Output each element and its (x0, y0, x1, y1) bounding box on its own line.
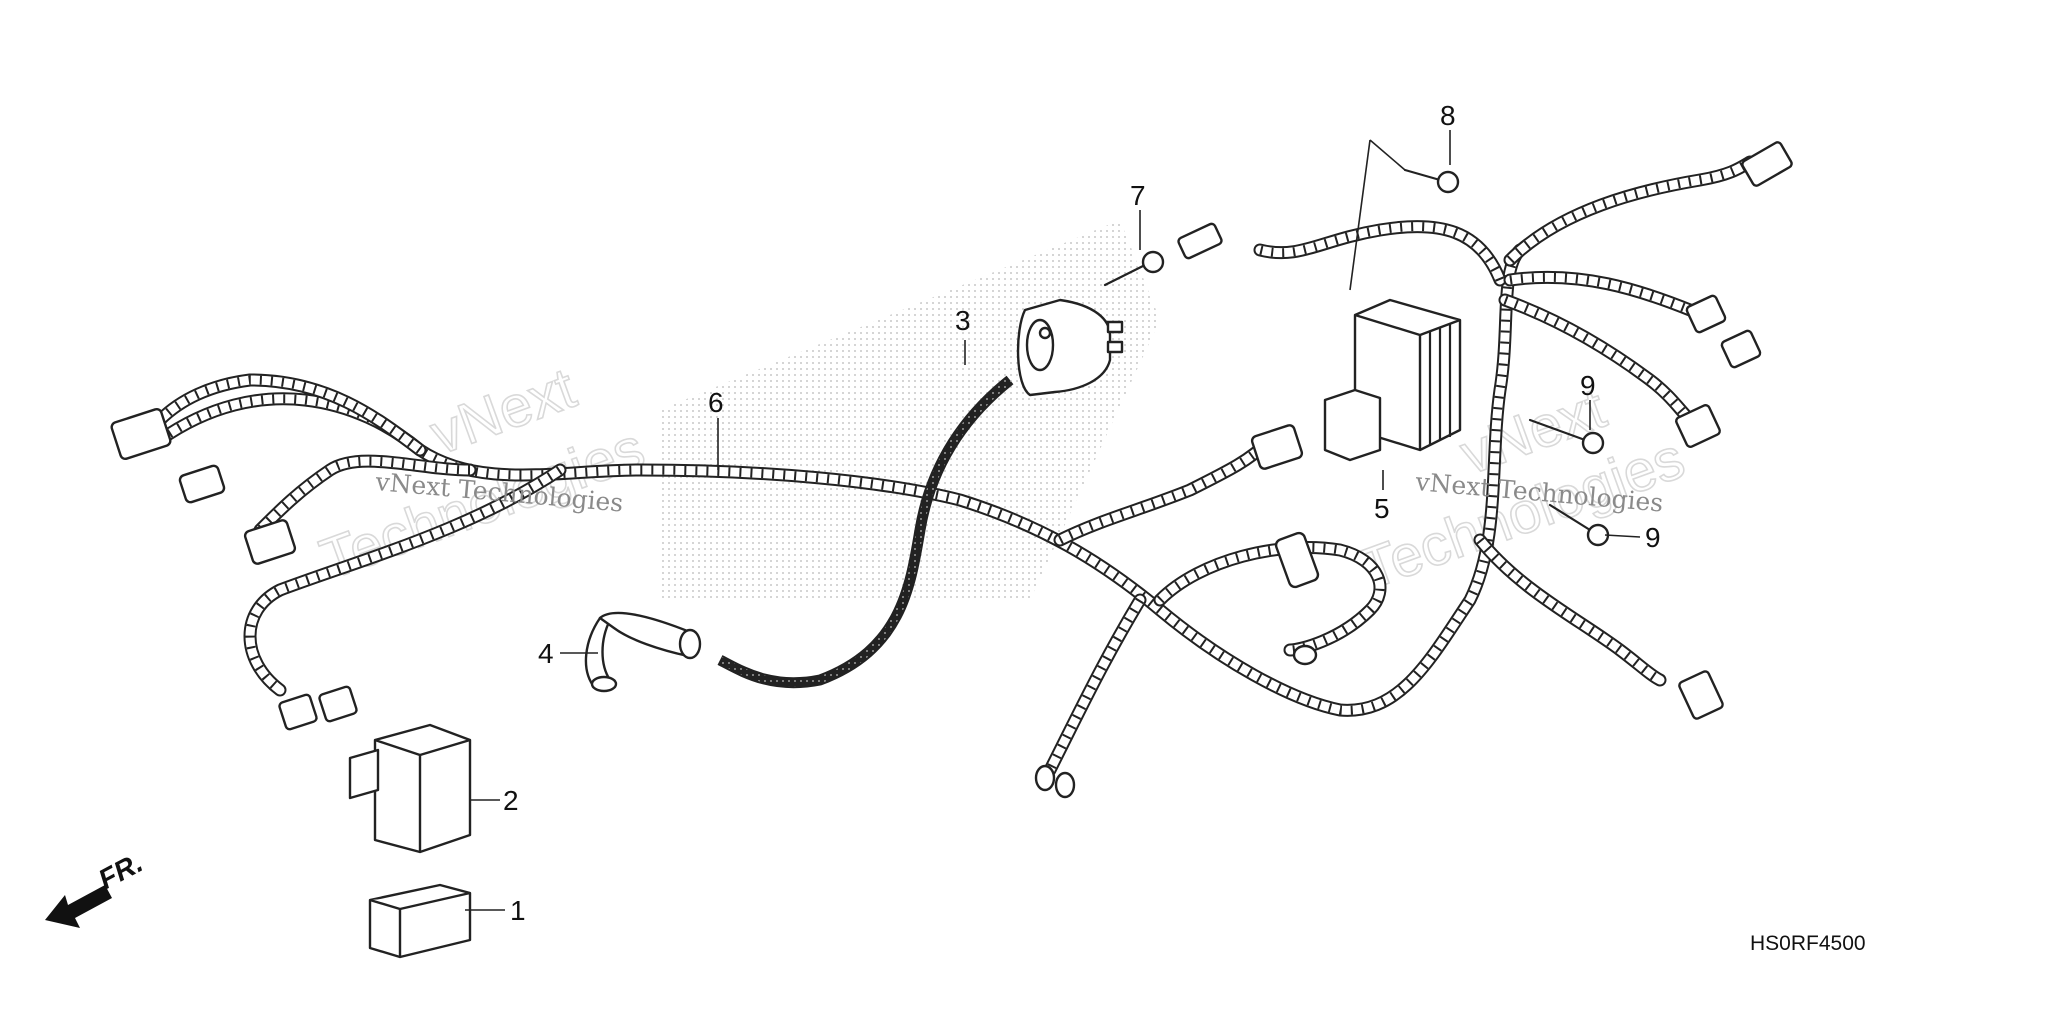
ignition-coil (1016, 298, 1124, 397)
callout-3: 3 (955, 305, 971, 336)
main-harness (153, 155, 1757, 777)
connectors (110, 141, 1793, 799)
callout-4: 4 (538, 638, 554, 669)
callout-5: 5 (1374, 493, 1390, 524)
ignition-coil-lead (717, 375, 1014, 689)
spark-plug-cap (584, 611, 702, 693)
front-arrow-icon (45, 885, 112, 928)
callout-2: 2 (503, 785, 519, 816)
regulator-rectifier (1323, 298, 1462, 462)
bolts (1103, 168, 1610, 547)
callout-6: 6 (708, 387, 724, 418)
module-rubber-holder (368, 883, 472, 959)
stipple-shading (660, 220, 1160, 600)
leader-lines (465, 130, 1641, 911)
ignition-control-module (348, 723, 472, 854)
callout-9-lower: 9 (1645, 522, 1661, 553)
callout-7: 7 (1130, 180, 1146, 211)
front-direction-indicator: FR. (45, 847, 148, 928)
callout-9-upper: 9 (1580, 370, 1596, 401)
callout-8: 8 (1440, 100, 1456, 131)
callout-1: 1 (510, 895, 526, 926)
diagram-code: HS0RF4500 (1750, 932, 1866, 955)
callout-labels: 1 2 3 4 5 6 7 8 9 9 (503, 100, 1661, 926)
